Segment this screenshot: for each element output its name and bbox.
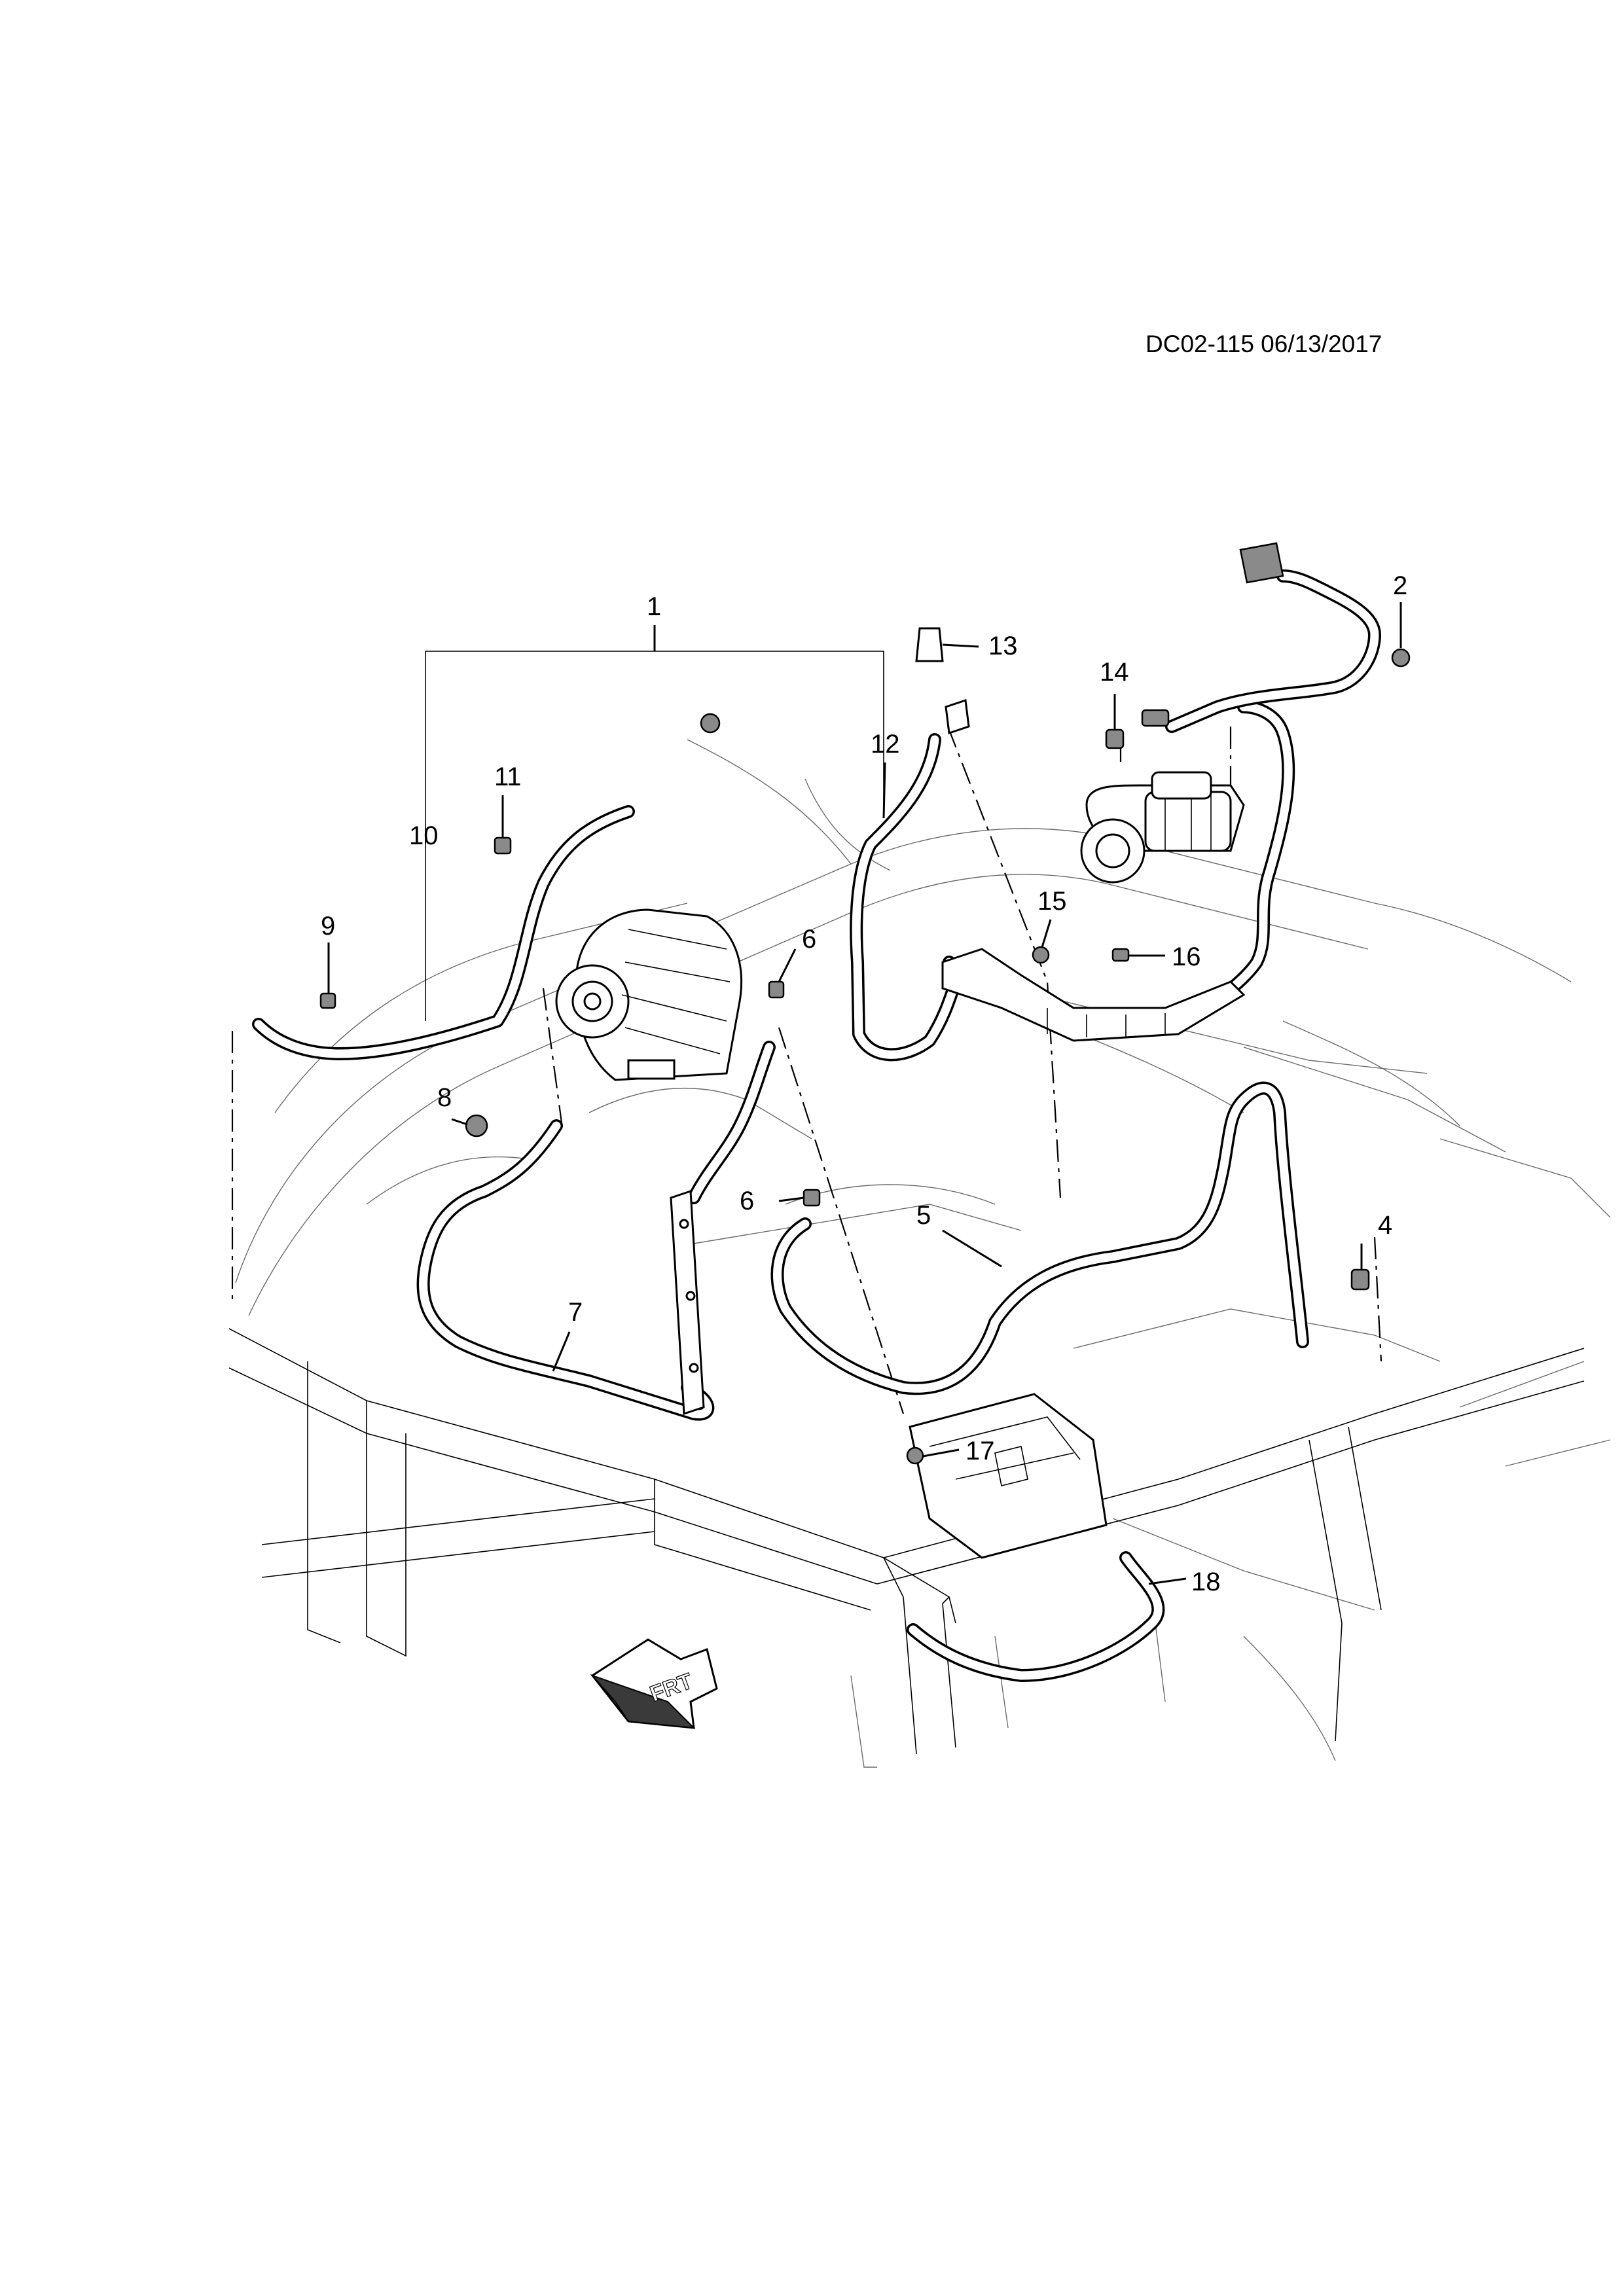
callout-11: 11	[494, 762, 522, 791]
chassis-linework	[235, 739, 1611, 1768]
cable-cover	[941, 948, 1246, 1042]
callout-8: 8	[437, 1083, 452, 1112]
callout-15: 15	[1038, 887, 1067, 916]
callout-12: 12	[871, 730, 900, 759]
callout-labels: 1 2 4 5 6 6 7 8 9 10 11 12 13 14 15 16 1…	[321, 571, 1407, 1596]
callout-5: 5	[916, 1201, 931, 1230]
hardware	[319, 542, 1411, 1465]
callout-16: 16	[1172, 942, 1201, 971]
callout-6-upper: 6	[802, 925, 816, 954]
callout-17: 17	[965, 1437, 995, 1465]
callout-4: 4	[1378, 1211, 1392, 1240]
document-reference: DC02-115 06/13/2017	[1146, 331, 1382, 357]
starter-illustration	[1080, 771, 1245, 884]
callout-7: 7	[568, 1298, 583, 1327]
cable-harnesses	[252, 569, 1381, 1682]
callout-14: 14	[1100, 658, 1129, 687]
callout-6-lower: 6	[740, 1187, 754, 1215]
callout-9: 9	[321, 912, 335, 941]
callout-18: 18	[1191, 1568, 1221, 1596]
front-direction-arrow: FRT	[590, 1638, 718, 1729]
leader-lines	[327, 602, 1402, 1585]
cable-bracket	[670, 1189, 705, 1416]
alternator-illustration	[555, 908, 743, 1081]
callout-2: 2	[1393, 571, 1407, 600]
callout-13: 13	[988, 632, 1018, 660]
control-module-illustration	[909, 1393, 1108, 1559]
callout-1: 1	[647, 592, 661, 621]
callout-10: 10	[409, 821, 439, 850]
